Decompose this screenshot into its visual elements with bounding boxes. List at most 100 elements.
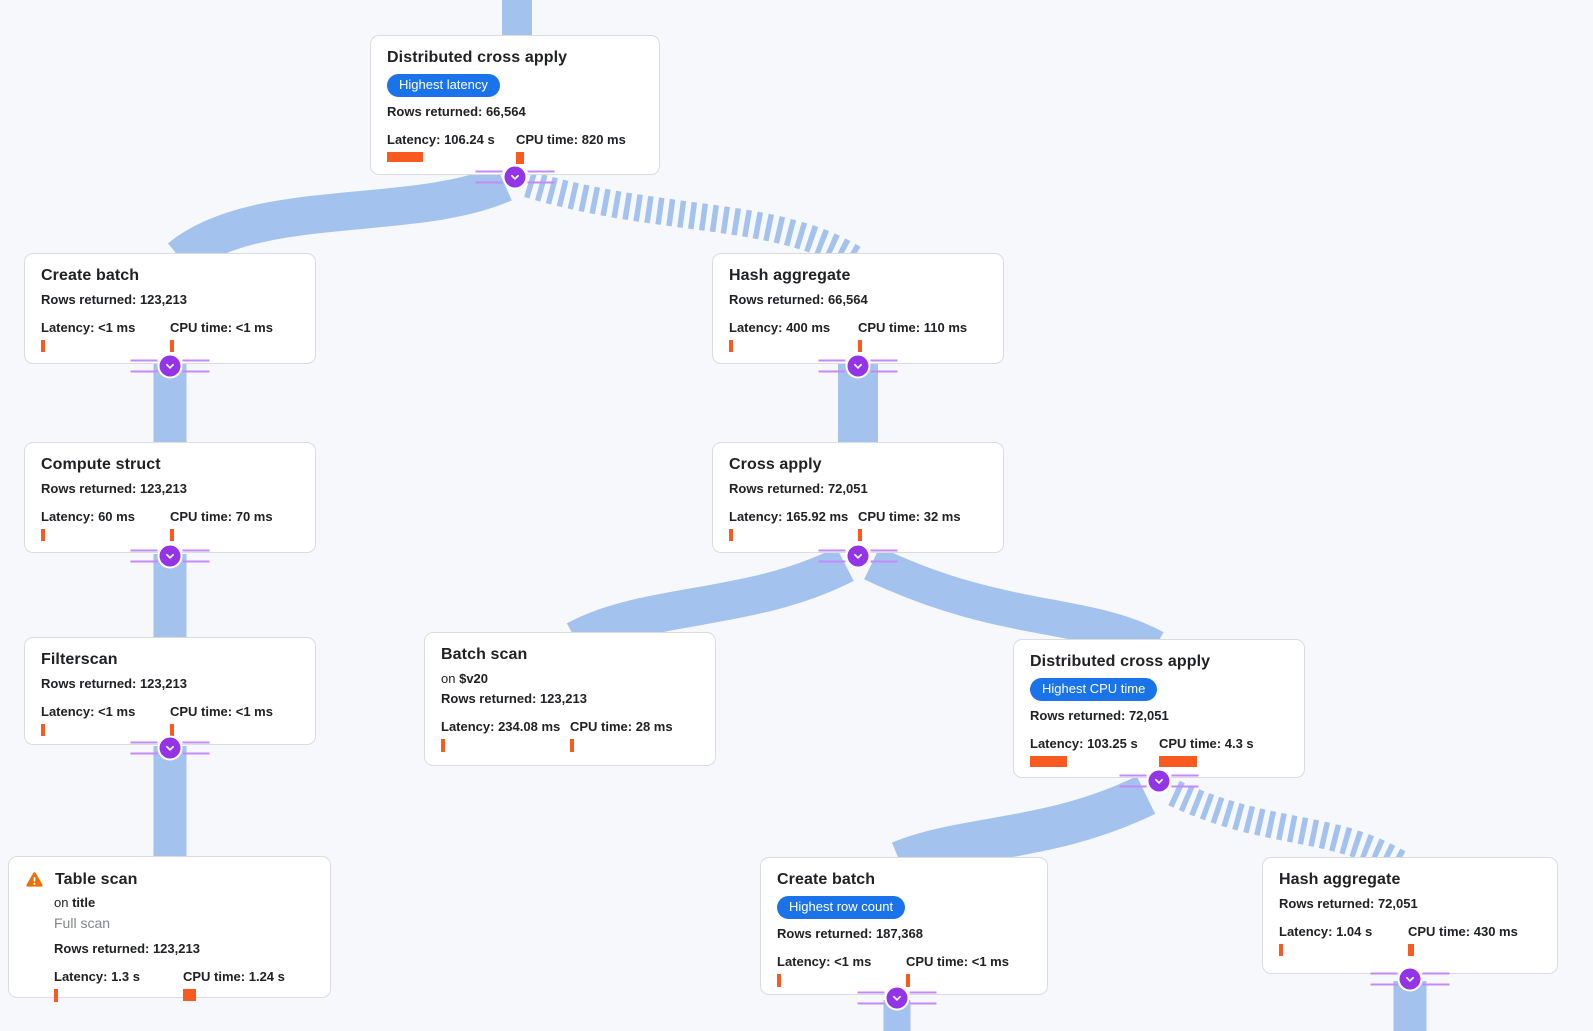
latency-bar (54, 989, 58, 1002)
node-create-batch-2[interactable]: Create batch Highest row count Rows retu… (760, 857, 1048, 995)
chevron-down-icon (159, 355, 181, 377)
latency-label: Latency: 60 ms (41, 509, 135, 524)
collapse-button-root-dca[interactable] (475, 166, 555, 188)
rows-returned: Rows returned: 72,051 (1030, 708, 1169, 723)
connector-stripe-right (527, 170, 555, 184)
highlight-badge: Highest CPU time (1030, 678, 1158, 701)
edge-dca-to-hash-aggregate (1168, 780, 1409, 877)
chevron-down-icon (159, 737, 181, 759)
node-hash-aggregate[interactable]: Hash aggregate Rows returned: 66,564 Lat… (712, 253, 1004, 364)
cpu-time-label: CPU time: <1 ms (906, 954, 1009, 969)
node-create-batch[interactable]: Create batch Rows returned: 123,213 Late… (24, 253, 316, 364)
latency-label: Latency: <1 ms (41, 320, 136, 335)
chevron-down-icon (847, 545, 869, 567)
collapse-button-cross-apply[interactable] (818, 545, 898, 567)
connector-stripe-right (182, 549, 210, 563)
node-distributed-cross-apply-root[interactable]: Distributed cross apply Highest latency … (370, 35, 660, 175)
node-title: Distributed cross apply (1030, 653, 1211, 670)
connector-stripe-left (130, 549, 158, 563)
latency-bar (1030, 756, 1067, 767)
collapse-button-dca[interactable] (1119, 770, 1199, 792)
cpu-time-label: CPU time: 430 ms (1408, 924, 1518, 939)
cpu-time-bar (516, 152, 524, 164)
connector-stripe-right (182, 741, 210, 755)
connector-stripe-left (1119, 774, 1147, 788)
latency-bar (41, 340, 45, 352)
node-title: Table scan (55, 870, 138, 888)
cpu-time-bar (170, 724, 174, 736)
chevron-down-icon (847, 355, 869, 377)
edge-root-to-create-batch (167, 165, 512, 274)
latency-label: Latency: 400 ms (729, 320, 831, 335)
collapse-button-hash-aggregate[interactable] (818, 355, 898, 377)
chevron-down-icon (1148, 770, 1170, 792)
node-batch-scan[interactable]: Batch scan on $v20 Rows returned: 123,21… (424, 632, 716, 766)
cpu-time-bar (1408, 944, 1414, 956)
rows-returned: Rows returned: 72,051 (729, 481, 868, 496)
collapse-button-create-batch-2[interactable] (857, 987, 937, 1009)
highlight-badge: Highest latency (387, 74, 500, 97)
latency-label: Latency: <1 ms (777, 954, 872, 969)
node-table-scan[interactable]: Table scan on title Full scan Rows retur… (8, 856, 331, 1002)
cpu-time-label: CPU time: 70 ms (170, 509, 273, 524)
node-title: Hash aggregate (729, 267, 851, 284)
edge-root-to-hash-aggregate (524, 171, 864, 272)
cpu-time-bar (170, 529, 174, 541)
node-filterscan[interactable]: Filterscan Rows returned: 123,213 Latenc… (24, 637, 316, 745)
cpu-time-label: CPU time: <1 ms (170, 320, 273, 335)
node-hash-aggregate-2[interactable]: Hash aggregate Rows returned: 72,051 Lat… (1262, 857, 1558, 974)
latency-label: Latency: 106.24 s (387, 132, 495, 147)
latency-label: Latency: <1 ms (41, 704, 136, 719)
rows-returned: Rows returned: 123,213 (41, 676, 187, 691)
latency-label: Latency: 1.3 s (54, 969, 140, 984)
latency-label: Latency: 103.25 s (1030, 736, 1138, 751)
node-title: Create batch (777, 871, 876, 888)
connector-stripe-left (818, 359, 846, 373)
cpu-time-label: CPU time: 110 ms (858, 320, 968, 335)
chevron-down-icon (1399, 968, 1421, 990)
scan-type: Full scan (54, 915, 111, 931)
latency-bar (1279, 944, 1283, 956)
node-title: Hash aggregate (1279, 871, 1401, 888)
latency-bar (41, 529, 45, 541)
highlight-badge: Highest row count (777, 896, 906, 919)
node-distributed-cross-apply[interactable]: Distributed cross apply Highest CPU time… (1013, 639, 1305, 778)
cpu-time-label: CPU time: 820 ms (516, 132, 626, 147)
connector-stripe-right (1171, 774, 1199, 788)
node-title: Distributed cross apply (387, 49, 568, 66)
scan-target: on title (54, 895, 96, 910)
rows-returned: Rows returned: 123,213 (41, 292, 187, 307)
connector-stripe-right (870, 359, 898, 373)
scan-target: on $v20 (441, 671, 489, 686)
rows-returned: Rows returned: 66,564 (387, 104, 526, 119)
cpu-time-label: CPU time: 1.24 s (183, 969, 285, 984)
edge-dca-to-create-batch (891, 776, 1156, 882)
chevron-down-icon (504, 166, 526, 188)
cpu-time-bar (570, 739, 574, 752)
latency-bar (441, 739, 445, 752)
rows-returned: Rows returned: 187,368 (777, 926, 923, 941)
collapse-button-create-batch[interactable] (130, 355, 210, 377)
latency-label: Latency: 1.04 s (1279, 924, 1373, 939)
collapse-button-filterscan[interactable] (130, 737, 210, 759)
latency-label: Latency: 165.92 ms (729, 509, 849, 524)
rows-returned: Rows returned: 123,213 (54, 941, 200, 956)
rows-returned: Rows returned: 66,564 (729, 292, 868, 307)
node-compute-struct[interactable]: Compute struct Rows returned: 123,213 La… (24, 442, 316, 553)
latency-bar (387, 152, 423, 162)
node-cross-apply[interactable]: Cross apply Rows returned: 72,051 Latenc… (712, 442, 1004, 553)
cpu-time-bar (858, 340, 862, 352)
latency-label: Latency: 234.08 ms (441, 719, 561, 734)
node-title: Cross apply (729, 456, 822, 473)
cpu-time-bar (906, 974, 910, 987)
edge-cross-apply-to-batch-scan (566, 547, 854, 657)
node-title: Compute struct (41, 456, 161, 473)
connector-stripe-left (475, 170, 503, 184)
rows-returned: Rows returned: 123,213 (41, 481, 187, 496)
rows-returned: Rows returned: 72,051 (1279, 896, 1418, 911)
collapse-button-compute-struct[interactable] (130, 545, 210, 567)
connector-stripe-right (1422, 972, 1450, 986)
latency-bar (729, 529, 733, 541)
collapse-button-hash-aggregate-2[interactable] (1370, 968, 1450, 990)
